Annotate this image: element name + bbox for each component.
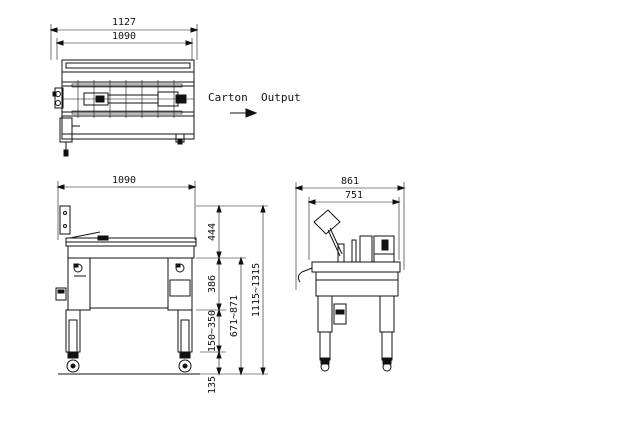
side-view: 861 751: [294, 176, 406, 372]
dim-v-671-871: 671~871: [229, 295, 240, 337]
arrow-right-icon: [245, 108, 258, 118]
dim-front-width: 1090: [112, 175, 136, 186]
dim-v-1115-1315: 1115~1315: [251, 263, 262, 317]
dim-v-150-350: 150~350: [207, 310, 218, 352]
dim-v-135: 135: [207, 376, 218, 394]
carton-output-label: Carton Output: [208, 91, 301, 104]
dim-side-inner: 751: [345, 190, 363, 201]
dim-v-444: 444: [207, 223, 218, 241]
dim-top-overall: 1127: [112, 17, 136, 28]
carton-output-callout: Carton Output: [208, 91, 301, 118]
dim-top-inner: 1090: [112, 31, 136, 42]
dim-side-overall: 861: [341, 176, 359, 187]
front-view: 1090: [55, 175, 268, 394]
dim-v-386: 386: [207, 275, 218, 293]
top-view: 1127 1090: [49, 17, 199, 157]
